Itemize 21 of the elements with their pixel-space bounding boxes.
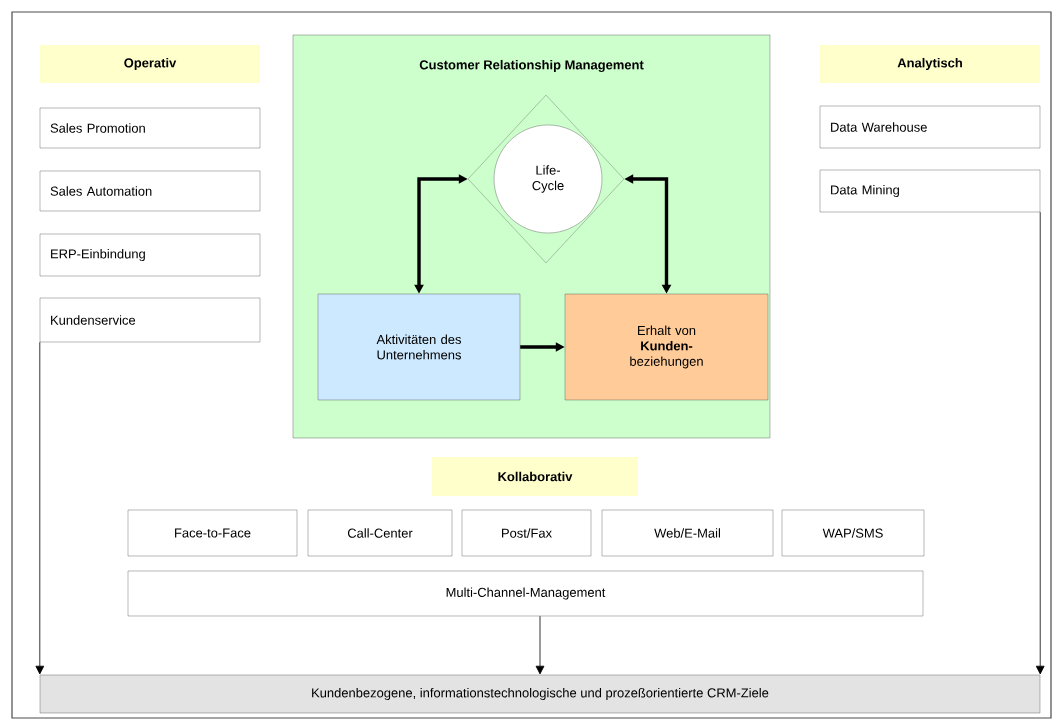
function-box: Data Mining [819,169,1041,213]
function-box: Kundenservice [39,297,261,343]
function-box: Data Warehouse [819,105,1041,149]
category-band: Analytisch [820,45,1040,83]
function-box: Sales Automation [39,170,261,212]
category-band: Kollaborativ [432,457,638,496]
goal-box: Kundenbezogene, informationstechnologische und prozeßorientierte CRM-Ziele [39,674,1041,714]
channel-box: Post/Fax [461,509,592,557]
channel-box: Web/E-Mail [601,509,774,557]
channel-box: Multi-Channel-Management [127,570,924,617]
function-box: Sales Promotion [39,107,261,149]
process-box: Aktivitäten des Unternehmens [317,293,521,401]
arrow [35,341,45,675]
arrow [535,615,545,675]
channel-box: Call-Center [307,509,453,557]
category-band: Operativ [40,45,260,83]
process-box: Erhalt von Kunden- beziehungen [564,293,769,401]
channel-box: Face-to-Face [127,509,298,557]
function-box: ERP-Einbindung [39,233,261,277]
channel-box: WAP/SMS [781,509,925,557]
arrow [1035,211,1045,675]
